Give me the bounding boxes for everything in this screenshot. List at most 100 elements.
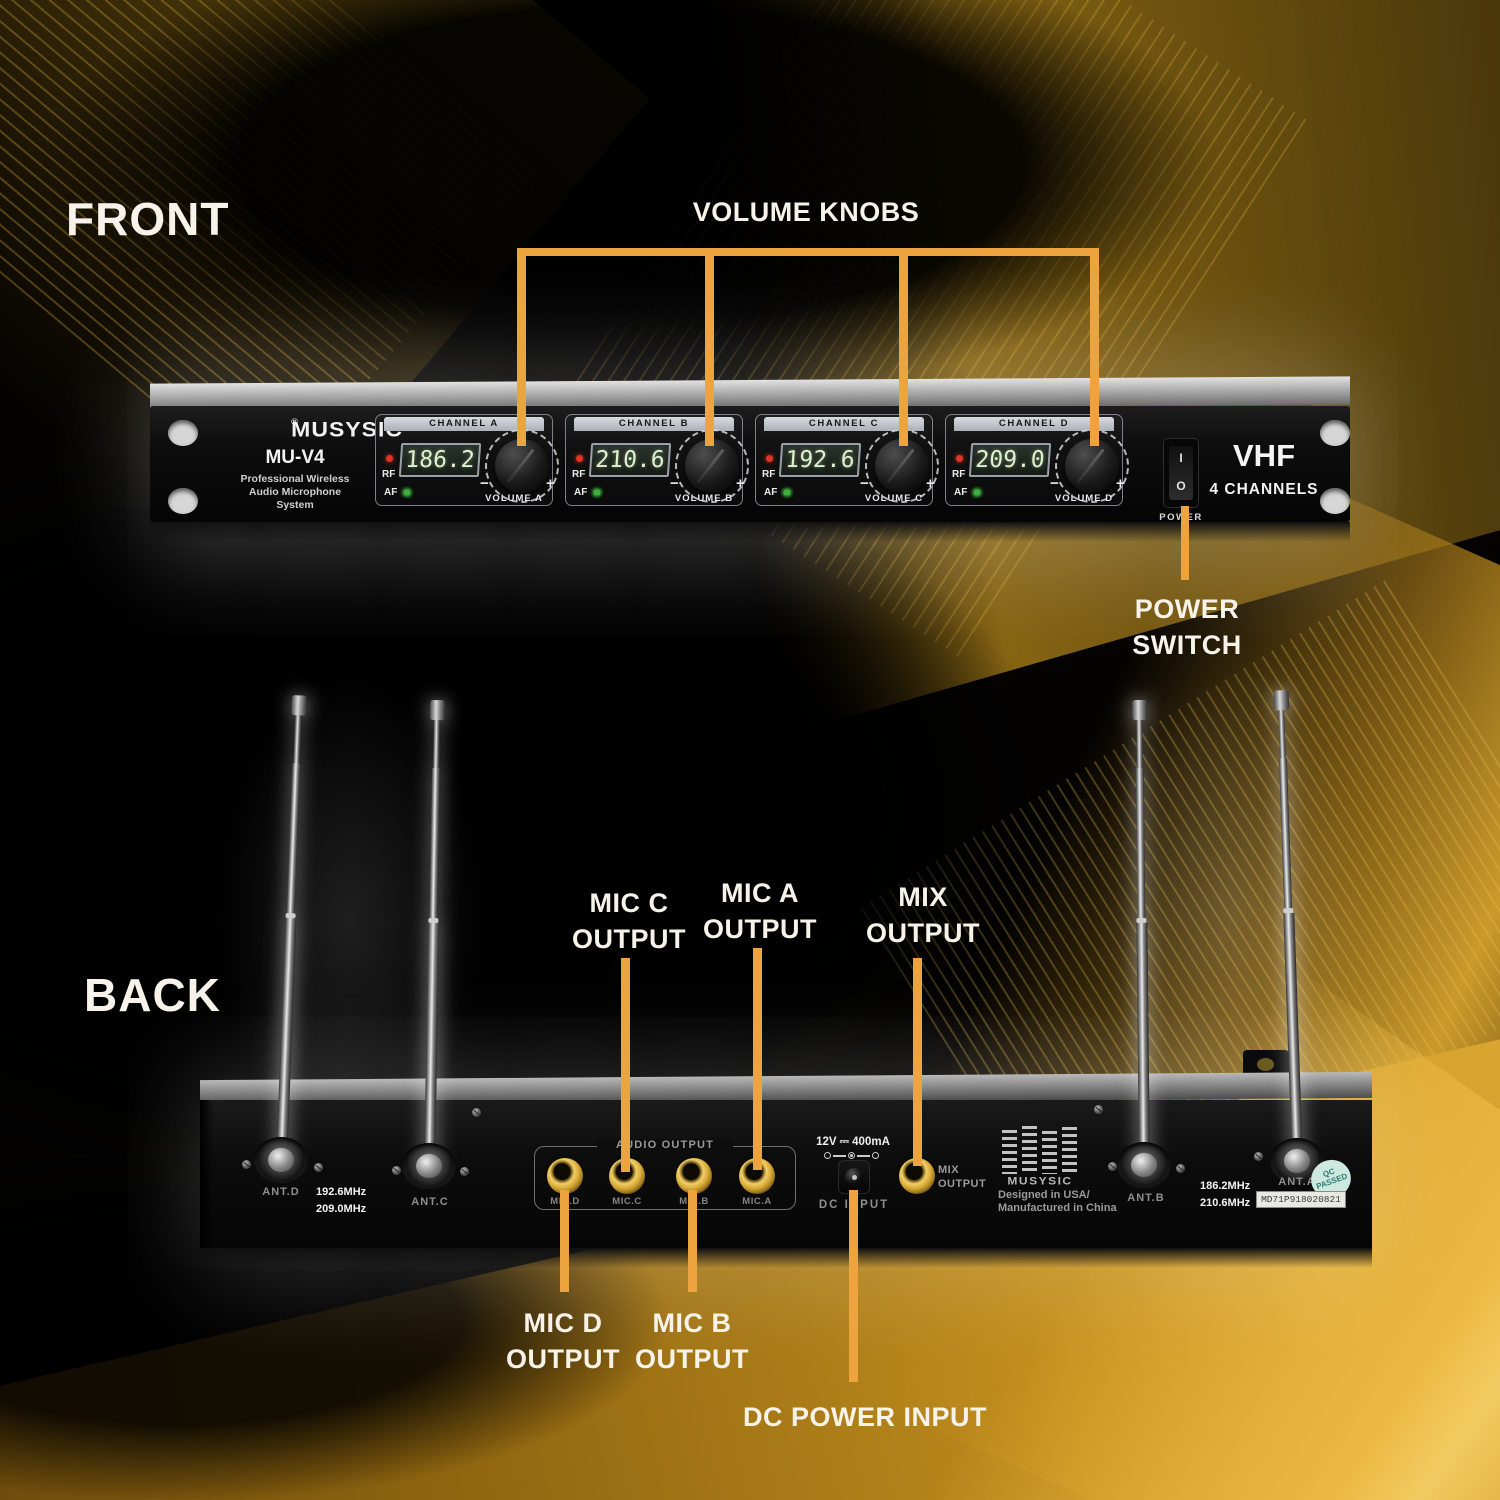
- made-in-line: Designed in USA/: [998, 1189, 1090, 1201]
- mic-c-jack-label: MIC.C: [612, 1196, 642, 1207]
- rf-led: [576, 455, 583, 462]
- knob-pointer: [506, 448, 535, 484]
- screw: [1176, 1164, 1185, 1173]
- dc-polarity-icon: [824, 1152, 879, 1159]
- back-panel-edge: [200, 1100, 214, 1248]
- callout-line-volume-b: [705, 252, 714, 446]
- mix-label-line: MIX: [938, 1164, 960, 1176]
- dc-input-jack[interactable]: [838, 1160, 870, 1194]
- screw: [460, 1167, 469, 1176]
- power-rocker[interactable]: I O: [1169, 446, 1193, 500]
- volume-knob-a[interactable]: [495, 439, 549, 493]
- antenna-segment: [423, 922, 439, 1171]
- made-in-line: Manufactured in China: [998, 1202, 1117, 1214]
- volume-knob-b[interactable]: [685, 439, 739, 493]
- rack-ear-hole: [1320, 488, 1350, 514]
- antenna-tip: [1131, 699, 1147, 721]
- mic-d-jack[interactable]: [547, 1158, 583, 1194]
- knob-pointer: [886, 448, 915, 484]
- rf-label: RF: [952, 469, 966, 480]
- rf-label: RF: [572, 469, 586, 480]
- equalizer-logo-bar: [1022, 1126, 1037, 1174]
- callout-line-dc-input: [849, 1190, 858, 1382]
- dc-power-input-callout: DC POWER INPUT: [742, 1402, 987, 1432]
- plus-sign: +: [1116, 475, 1125, 492]
- volume-label: VOLUME C: [864, 493, 924, 504]
- screw: [314, 1163, 323, 1172]
- channel-title: CHANNEL C: [764, 417, 924, 431]
- screw: [1108, 1162, 1117, 1171]
- tagline-line: Professional Wireless: [240, 473, 350, 485]
- channel-title: CHANNEL B: [574, 417, 734, 431]
- callout-line-mic-b: [688, 1190, 697, 1292]
- rf-led: [386, 455, 393, 462]
- front-panel: [150, 406, 1350, 522]
- audio-output-label: AUDIO OUTPUT: [597, 1139, 733, 1151]
- power-on-mark: I: [1179, 451, 1183, 465]
- rack-ear-hole: [168, 488, 198, 514]
- knob-pointer: [696, 448, 725, 484]
- brand-block: MUSYSIC® MU-V4 Professional Wireless Aud…: [208, 416, 402, 512]
- mic-c-output-callout: MIC C OUTPUT: [572, 888, 686, 954]
- model-number: MU-V4: [265, 447, 325, 468]
- antenna-mount-d: [254, 1137, 308, 1183]
- antenna-segment: [433, 720, 440, 769]
- volume-knobs-callout: VOLUME KNOBS: [692, 197, 920, 227]
- volume-knob-c[interactable]: [875, 439, 929, 493]
- front-chassis-shadow: [150, 522, 1350, 542]
- channel-title: CHANNEL A: [384, 417, 544, 431]
- ant-d-label: ANT.D: [262, 1186, 300, 1198]
- channel-module-d: CHANNEL D RF 209.0 AF − + VOLUME D: [945, 414, 1129, 506]
- mic-d-output-callout: MIC D OUTPUT: [506, 1308, 620, 1374]
- mic-a-output-callout: MIC A OUTPUT: [703, 878, 817, 944]
- volume-knob-d[interactable]: [1065, 439, 1119, 493]
- tagline: Professional Wireless Audio Microphone S…: [208, 473, 382, 512]
- volume-label: VOLUME D: [1054, 493, 1114, 504]
- rack-ear-hole: [1320, 420, 1350, 446]
- screw: [392, 1166, 401, 1175]
- callout-line-mic-c: [621, 958, 630, 1172]
- screw: [1254, 1152, 1263, 1161]
- mic-b-jack[interactable]: [676, 1158, 712, 1194]
- front-section-title: FRONT: [66, 193, 230, 245]
- antenna-segment: [293, 715, 302, 764]
- antenna-segment: [1135, 767, 1146, 919]
- af-label: AF: [384, 487, 398, 498]
- af-label: AF: [954, 487, 968, 498]
- rf-label: RF: [762, 469, 776, 480]
- power-switch-callout: POWER SWITCH: [1132, 594, 1242, 660]
- channel-module-b: CHANNEL B RF 210.6 AF − + VOLUME B: [565, 414, 749, 506]
- power-switch[interactable]: I O: [1163, 438, 1199, 508]
- antenna-segment: [1278, 710, 1286, 759]
- frequency-display: 209.0: [968, 443, 1052, 477]
- frequency-display: 186.2: [398, 443, 482, 477]
- volume-label: VOLUME B: [674, 493, 734, 504]
- plus-sign: +: [546, 475, 555, 492]
- frequency-pair-left: 192.6MHz 209.0MHz: [316, 1184, 396, 1218]
- tagline-line: Audio Microphone: [248, 486, 342, 499]
- brand-logo: MUSYSIC®: [208, 417, 402, 442]
- ant-b-label: ANT.B: [1127, 1192, 1165, 1204]
- frequency-display: 192.6: [778, 443, 862, 477]
- minus-sign: −: [670, 475, 679, 492]
- callout-line-volume-d: [1090, 252, 1099, 446]
- frequency-value: 209.0MHz: [316, 1203, 367, 1215]
- callout-line-mix: [913, 958, 922, 1166]
- plus-sign: +: [736, 475, 745, 492]
- rf-led: [766, 455, 773, 462]
- frequency-value: 210.6MHz: [1200, 1197, 1251, 1209]
- af-label: AF: [574, 487, 588, 498]
- antenna-mount-c: [402, 1143, 456, 1189]
- serial-number-sticker: MD71P918020821: [1256, 1191, 1346, 1208]
- mix-output-callout: MIX OUTPUT: [866, 882, 980, 948]
- screw: [242, 1160, 251, 1169]
- mic-b-output-callout: MIC B OUTPUT: [635, 1308, 749, 1374]
- band-label: VHF: [1233, 438, 1295, 473]
- minus-sign: −: [1050, 475, 1059, 492]
- callout-line-mic-d: [560, 1190, 569, 1292]
- back-brand-name: MUSYSIC: [1007, 1174, 1073, 1188]
- antenna-tip: [1273, 690, 1289, 711]
- registered-mark: ®: [291, 417, 299, 427]
- power-switch-label: POWER: [1149, 512, 1213, 523]
